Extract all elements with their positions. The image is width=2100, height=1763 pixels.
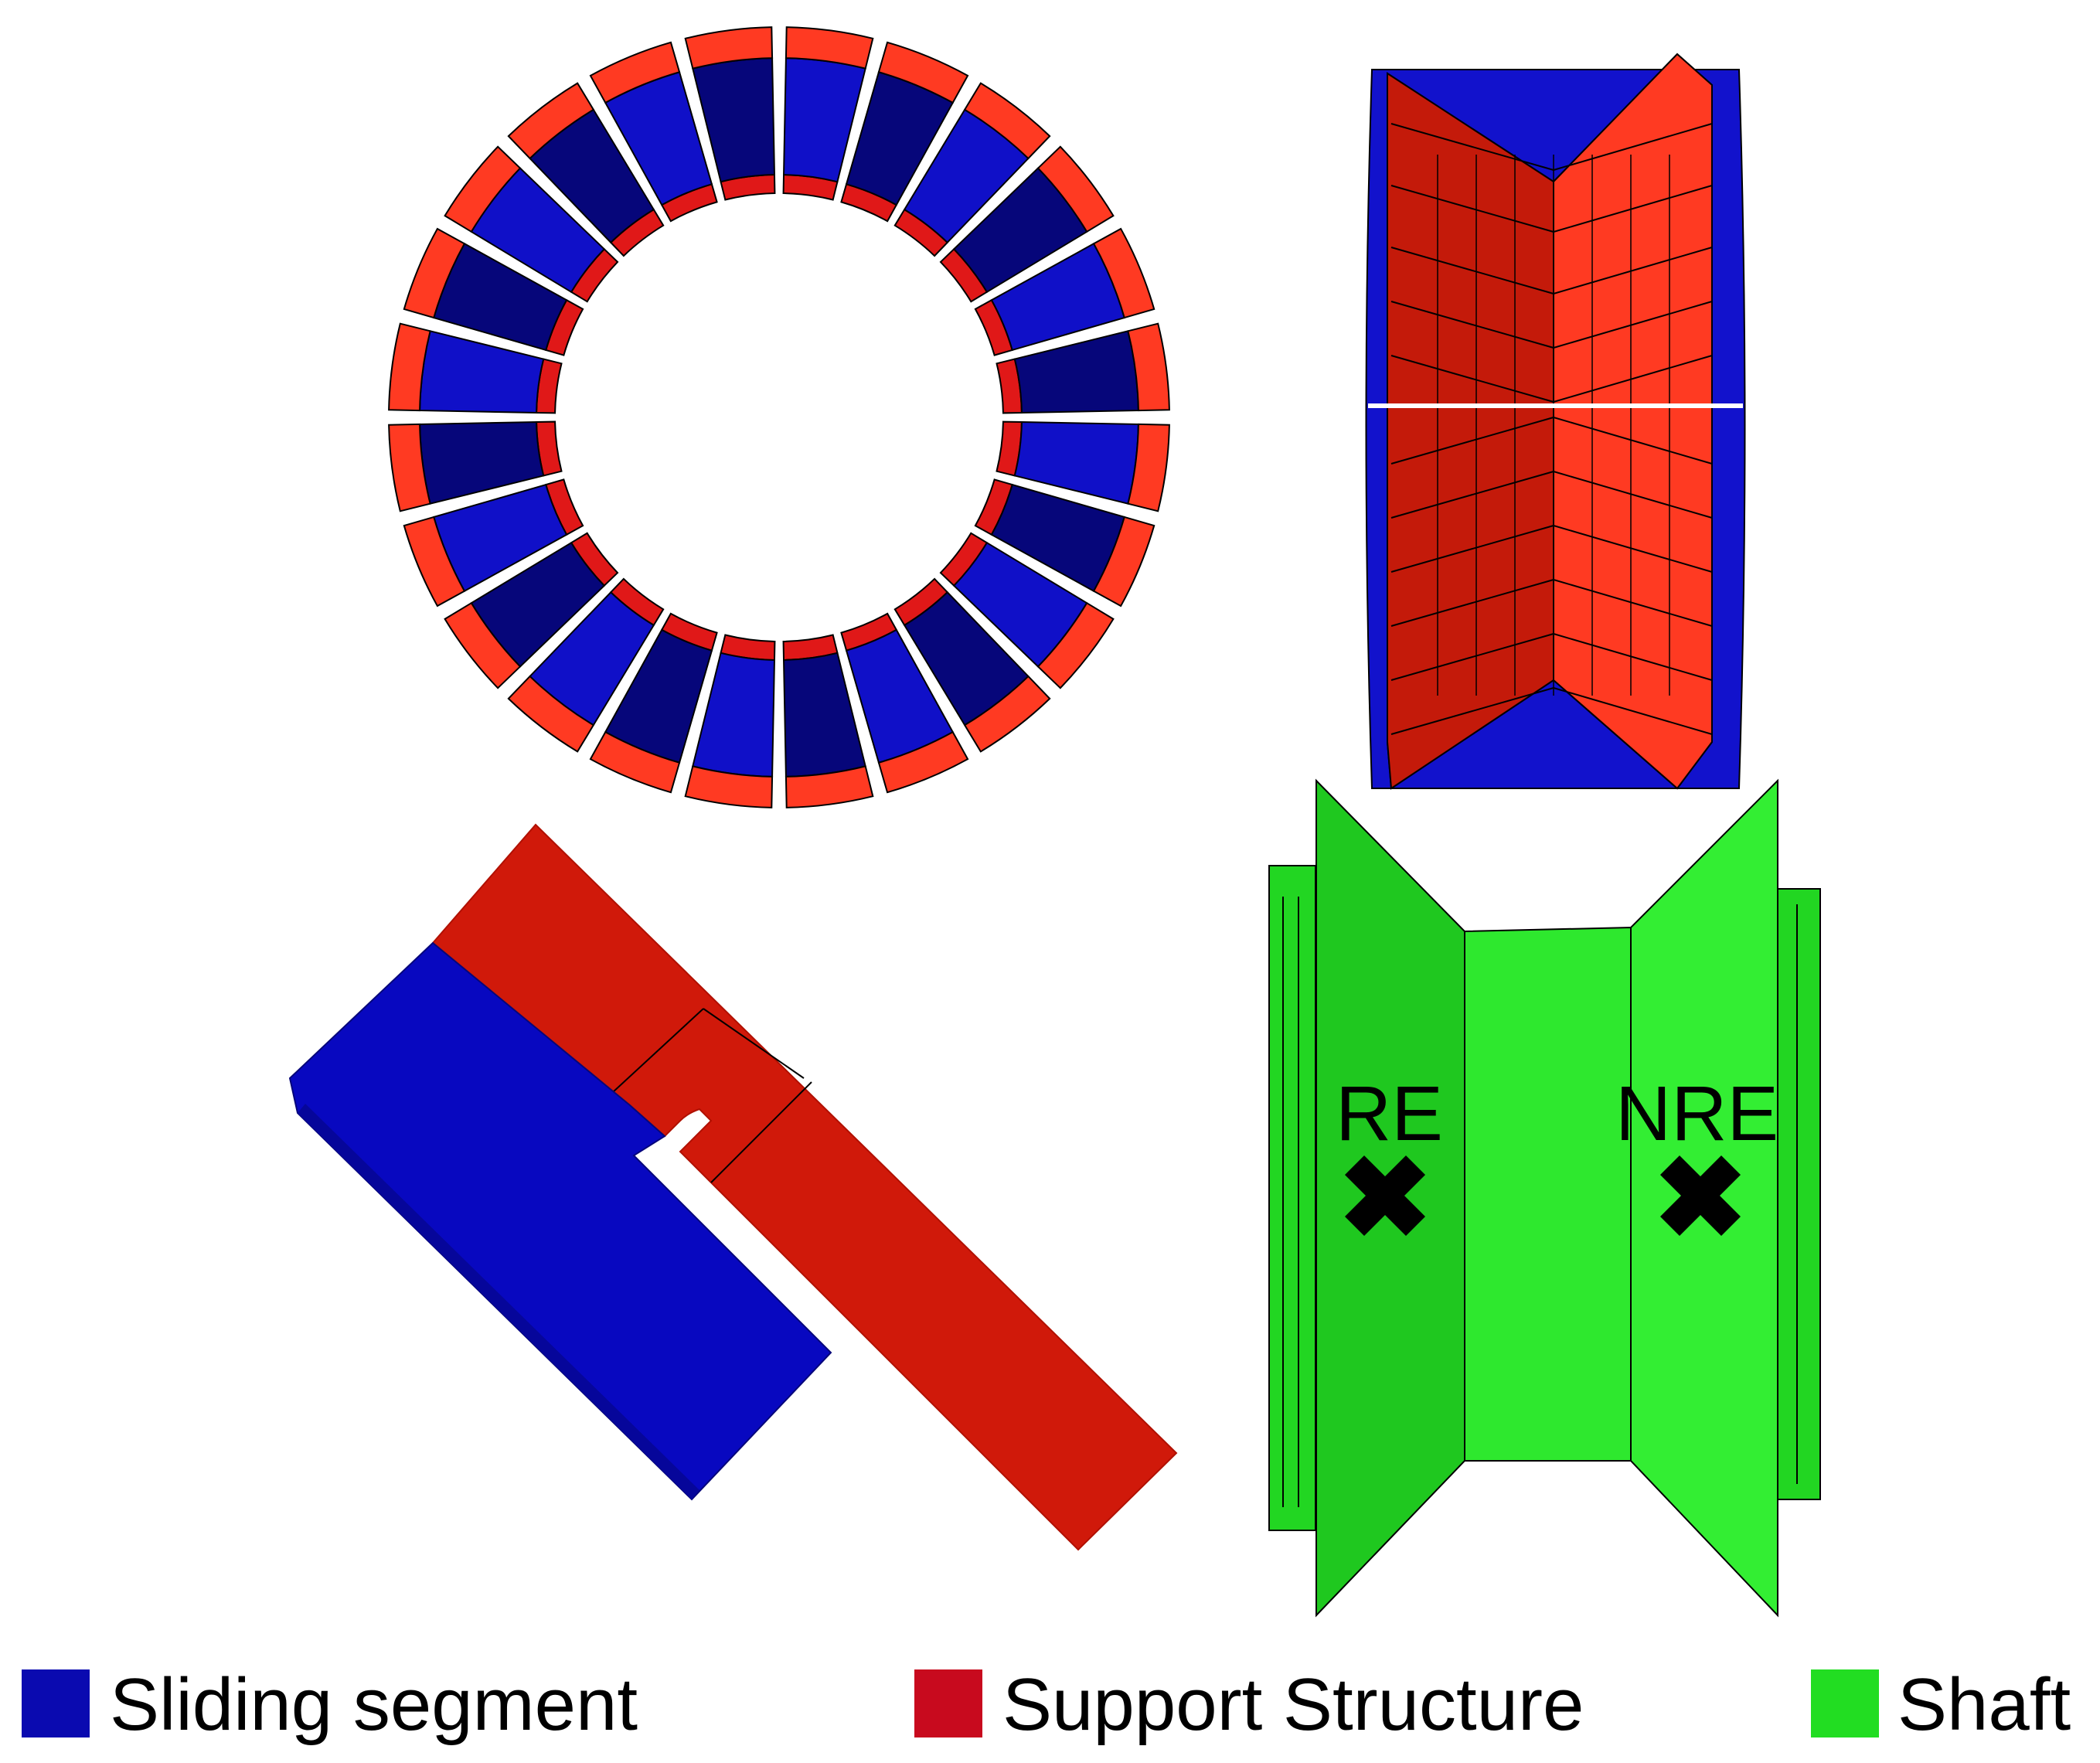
support-structure-body [431, 823, 1178, 1551]
nre-label: NRE [1615, 1070, 1778, 1157]
legend-label-shaft: Shaft [1897, 1663, 2071, 1746]
pad-cross-section-view [288, 823, 1178, 1551]
shaft-right-flange [1777, 888, 1821, 1500]
support-structure-seam-1 [602, 1008, 704, 1102]
ring-pad-outer-support-10 [963, 675, 1051, 753]
ring-pad-outer-support-5 [1092, 227, 1156, 319]
side-view-left-pad-line-10 [1390, 633, 1554, 681]
side-view-right-pad-line-11 [1553, 687, 1713, 735]
legend-label-sliding-segment: Sliding segment [110, 1663, 638, 1746]
side-view-left-pad-line-9 [1390, 579, 1554, 627]
ring-pad-outer-support-6 [1127, 322, 1170, 412]
ring-pad-outer-support-8 [1092, 516, 1156, 608]
shaft-view: RE NRE [1268, 778, 1821, 1618]
sliding-segment-edge [298, 1104, 699, 1499]
side-view-left-pad-line-11 [1390, 687, 1554, 735]
ring-pad-outer-support-2 [877, 41, 969, 104]
ring-pad-outer-support-24 [684, 26, 774, 70]
side-view-right-pad-line-7 [1553, 471, 1713, 519]
side-view-left-pad-line-8 [1390, 525, 1554, 573]
side-view-right-shade [1553, 53, 1713, 790]
ring-pad-outer-support-1 [785, 26, 874, 70]
red-swatch [914, 1669, 982, 1737]
ring-pad-outer-support-9 [1036, 601, 1115, 689]
cross-icon [1660, 1155, 1741, 1236]
ring-pad-outer-support-20 [403, 227, 466, 319]
side-view-right-pad-line-9 [1553, 579, 1713, 627]
ring-pad-outer-support-14 [589, 730, 681, 794]
ring-pad-outer-support-3 [963, 82, 1051, 160]
bearing-side-view [1365, 53, 1746, 790]
ring-pad-outer-support-21 [444, 145, 522, 233]
ring-pad-outer-support-19 [388, 322, 431, 412]
ring-of-segments-view [388, 26, 1170, 808]
ring-pad-outer-support-12 [785, 765, 874, 808]
ring-pad-outer-support-15 [507, 675, 595, 753]
ring-pad-outer-support-23 [589, 41, 681, 104]
side-view-right-pad-line-4 [1553, 301, 1713, 349]
side-view-right-pad-line-3 [1553, 247, 1713, 294]
ring-pad-outer-support-13 [684, 765, 774, 808]
ring-pad-outer-support-4 [1036, 145, 1115, 233]
side-view-left-pad-line-1 [1390, 123, 1554, 171]
legend-label-support-structure: Support Structure [1002, 1663, 1584, 1746]
side-view-left-shade [1387, 72, 1554, 790]
support-structure-seam-2 [703, 1008, 805, 1079]
ring-pad-outer-support-22 [507, 82, 595, 160]
green-swatch [1811, 1669, 1879, 1737]
support-structure-seam-3 [710, 1081, 812, 1183]
legend: Sliding segment Support Structure Shaft [22, 1663, 2071, 1746]
side-view-left-pad-line-5 [1390, 355, 1554, 403]
side-view-left-pad-line-4 [1390, 301, 1554, 349]
cross-icon [1345, 1155, 1425, 1236]
side-view-left-pad-line-6 [1390, 417, 1554, 465]
ring-pad-outer-support-11 [877, 730, 969, 794]
side-view-right-pad-line-10 [1553, 633, 1713, 681]
shaft-left-flange [1268, 865, 1316, 1531]
side-view-right-pad-line-1 [1553, 123, 1713, 171]
side-view-segment-lines [1390, 123, 1713, 735]
blue-swatch [22, 1669, 90, 1737]
side-view-right-pad-line-6 [1553, 417, 1713, 465]
re-label: RE [1336, 1070, 1443, 1157]
side-view-left-pad-line-7 [1390, 471, 1554, 519]
ring-pad-outer-support-18 [388, 423, 431, 512]
shaft-center-cylinder [1464, 926, 1632, 1462]
side-view-right-pad-line-5 [1553, 355, 1713, 403]
side-view-left-pad-line-2 [1390, 185, 1554, 233]
ring-pad-outer-support-17 [403, 516, 466, 608]
ring-pad-outer-support-7 [1127, 423, 1170, 512]
side-view-right-pad-line-8 [1553, 525, 1713, 573]
side-view-right-pad-line-2 [1553, 185, 1713, 233]
ring-pad-outer-support-16 [444, 601, 522, 689]
side-view-left-pad-line-3 [1390, 247, 1554, 294]
